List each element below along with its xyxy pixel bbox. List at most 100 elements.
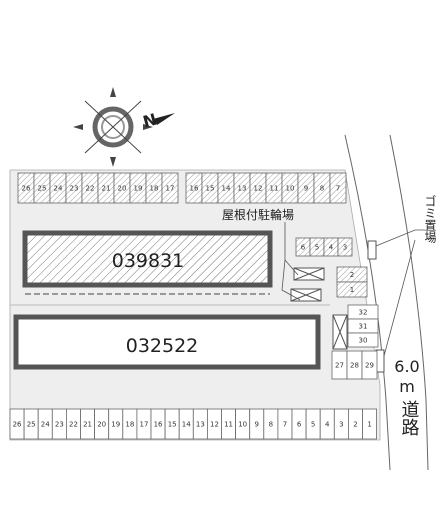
road-unit-label: m: [399, 377, 415, 396]
parking-slot-bottom-22: 22: [66, 408, 81, 440]
parking-slot-bottom-18-label: 18: [125, 421, 134, 429]
parking-slot-right-30-box: [347, 332, 379, 348]
parking-slot-upper-right-7-label: 7: [336, 185, 340, 193]
parking-slot-small-4-label: 4: [329, 244, 334, 252]
parking-slot-bottom-16-label: 16: [154, 421, 163, 429]
parking-slot-small-4: 4: [323, 237, 339, 257]
garbage-area-box: [367, 240, 377, 260]
building-upper-id: 039831: [112, 250, 185, 272]
parking-slot-upper-right-11: 11: [265, 172, 283, 204]
parking-slot-upper-left-25: 25: [33, 172, 51, 204]
parking-slot-small-3-label: 3: [343, 244, 347, 252]
parking-slot-upper-left-19: 19: [129, 172, 147, 204]
parking-slot-right-bottom-29-box: [361, 350, 378, 380]
parking-slot-upper-right-12: 12: [249, 172, 267, 204]
parking-slot-upper-right-13: 13: [233, 172, 251, 204]
parking-slot-upper-left-20-label: 20: [118, 185, 127, 193]
parking-slot-upper-left-25-label: 25: [38, 185, 47, 193]
parking-slot-bottom-20: 20: [94, 408, 110, 440]
parking-slot-upper-right-10: 10: [281, 172, 299, 204]
parking-slot-bottom-12: 12: [206, 408, 222, 440]
building-upper: [22, 230, 273, 288]
parking-slot-small-5-label: 5: [315, 244, 319, 252]
parking-slot-bottom-15-label: 15: [168, 421, 177, 429]
parking-slot-stacked-1: 1: [336, 281, 368, 298]
parking-slot-upper-left-20: 20: [113, 172, 131, 204]
parking-slot-bottom-9-label: 9: [255, 421, 259, 429]
parking-slot-upper-right-16: 16: [185, 172, 203, 204]
parking-slot-bottom-7: 7: [277, 408, 293, 440]
parking-slot-bottom-14: 14: [178, 408, 194, 440]
parking-slot-stacked-2: 2: [336, 266, 368, 283]
parking-slot-upper-right-14-label: 14: [222, 185, 231, 193]
parking-slot-bottom-12-label: 12: [210, 421, 219, 429]
parking-slot-bottom-25: 25: [23, 408, 39, 440]
parking-slot-bottom-4-label: 4: [325, 421, 330, 429]
parking-slot-right-30-label: 30: [359, 337, 368, 345]
parking-slot-bottom-8: 8: [263, 408, 279, 440]
parking-slot-right-32: 32: [347, 304, 379, 320]
parking-slot-bottom-24-label: 24: [41, 421, 50, 429]
parking-slot-right-31: 31: [347, 318, 379, 334]
parking-slot-bottom-20-label: 20: [97, 421, 106, 429]
parking-slot-upper-left-21: 21: [97, 172, 115, 204]
parking-slot-bottom-17-label: 17: [139, 421, 148, 429]
parking-slot-bottom-8-label: 8: [269, 421, 273, 429]
parking-slot-small-3-box: [337, 237, 353, 257]
parking-slot-bottom-2-label: 2: [353, 421, 357, 429]
garbage-leader-1: [375, 229, 425, 247]
parking-slot-upper-left-17-label: 17: [166, 185, 175, 193]
parking-slot-upper-right-8: 8: [313, 172, 331, 204]
parking-slot-small-6-label: 6: [301, 244, 306, 252]
parking-slot-bottom-11-label: 11: [224, 421, 233, 429]
parking-slot-right-bottom-28: 28: [346, 350, 363, 380]
parking-slot-upper-left-23: 23: [65, 172, 83, 204]
parking-slot-right-bottom-29: 29: [361, 350, 378, 380]
compass-north-label: N: [141, 110, 159, 132]
garbage-leader-2: [383, 239, 416, 357]
parking-slot-upper-left-19-label: 19: [134, 185, 143, 193]
parking-slot-bottom-6-label: 6: [297, 421, 302, 429]
parking-slot-bottom-15: 15: [164, 408, 180, 440]
parking-slot-upper-right-14: 14: [217, 172, 235, 204]
parking-slot-upper-right-9-label: 9: [304, 185, 308, 193]
parking-slot-bottom-13: 13: [192, 408, 208, 440]
parking-slot-upper-left-22: 22: [81, 172, 99, 204]
parking-slot-upper-right-15-label: 15: [206, 185, 215, 193]
building-lower-id: 032522: [126, 335, 199, 357]
parking-slot-bottom-19-label: 19: [111, 421, 120, 429]
parking-slot-right-30: 30: [347, 332, 379, 348]
road-word-label: 道路: [399, 400, 420, 436]
parking-slot-stacked-1-box: [336, 281, 368, 298]
parking-slot-right-bottom-28-label: 28: [350, 362, 359, 370]
parking-slot-upper-left-21-label: 21: [102, 185, 111, 193]
parking-slot-bottom-13-label: 13: [196, 421, 205, 429]
garbage-area-label: ゴミ置場: [423, 194, 437, 244]
road-width-label: 6.0: [394, 357, 419, 376]
parking-slot-bottom-10-label: 10: [238, 421, 247, 429]
parking-slot-bottom-22-label: 22: [69, 421, 78, 429]
parking-slot-upper-left-18-label: 18: [150, 185, 159, 193]
parking-slot-bottom-26: 26: [9, 408, 25, 440]
parking-slot-bottom-3-label: 3: [339, 421, 343, 429]
parking-slot-right-32-label: 32: [359, 309, 368, 317]
compass-rose: [73, 87, 175, 167]
parking-slot-upper-left-18: 18: [145, 172, 163, 204]
parking-slot-upper-right-13-label: 13: [238, 185, 247, 193]
parking-slot-bottom-26-label: 26: [13, 421, 22, 429]
parking-slot-bottom-11: 11: [221, 408, 237, 440]
parking-slot-bottom-21-label: 21: [83, 421, 92, 429]
parking-slot-right-31-label: 31: [359, 323, 368, 331]
parking-slot-bottom-5-label: 5: [311, 421, 315, 429]
parking-slot-upper-right-11-label: 11: [270, 185, 279, 193]
parking-slot-bottom-16: 16: [150, 408, 166, 440]
parking-slot-bottom-25-label: 25: [27, 421, 36, 429]
parking-slot-upper-left-17: 17: [161, 172, 179, 204]
parking-slot-upper-left-23-label: 23: [70, 185, 79, 193]
parking-slot-bottom-21: 21: [80, 408, 96, 440]
parking-slot-right-bottom-27-label: 27: [335, 362, 344, 370]
parking-slot-upper-left-22-label: 22: [86, 185, 95, 193]
